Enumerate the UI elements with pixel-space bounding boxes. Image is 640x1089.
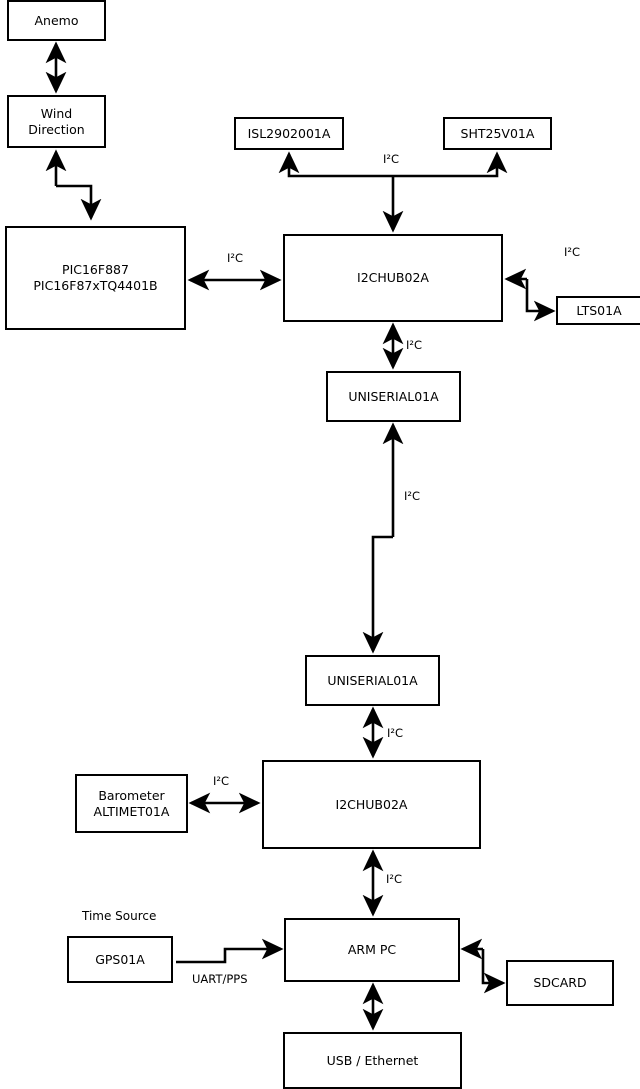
connector-wind-to-pic-elbow [56,184,102,221]
node-gps01a[interactable]: GPS01A [67,936,173,983]
edge-label-i2c-hubtop-lts: I²C [564,245,581,259]
connector-gps-armpc [176,938,284,964]
node-lts01a-label: LTS01A [576,302,622,318]
node-usb-ethernet-label: USB / Ethernet [326,1052,419,1068]
node-usb-ethernet[interactable]: USB / Ethernet [283,1032,462,1089]
node-lts01a[interactable]: LTS01A [556,296,640,325]
edge-label-i2c-pic-hubtop: I²C [227,251,244,265]
connector-hubtop-bus-sht [393,151,508,178]
connector-hubtop-lts-out [525,279,556,322]
node-barometer-altimet01a[interactable]: Barometer ALTIMET01A [75,774,188,833]
edge-label-i2c-barometer-hubbot: I²C [213,774,230,788]
node-i2chub02a-top-label: I2CHUB02A [357,270,429,286]
node-i2chub02a-bottom-label: I2CHUB02A [335,796,408,812]
node-uniserial01a-top[interactable]: UNISERIAL01A [326,371,461,422]
edge-label-i2c-uniserial-link: I²C [404,489,421,503]
node-wind-direction[interactable]: Wind Direction [7,95,106,148]
connector-hubtop-bus-isl [278,151,393,178]
node-uniserial01a-top-label: UNISERIAL01A [348,388,439,404]
node-arm-pc[interactable]: ARM PC [284,918,460,982]
node-i2chub02a-bottom[interactable]: I2CHUB02A [262,760,481,849]
node-uniserial01a-bottom-label: UNISERIAL01A [327,672,418,688]
node-barometer-altimet01a-label: Barometer ALTIMET01A [93,787,170,819]
node-sdcard-label: SDCARD [533,975,587,991]
node-pic-microcontroller-label: PIC16F887 PIC16F87xTQ4401B [33,262,158,293]
node-isl2902001a-label: ISL2902001A [247,125,331,141]
node-anemo-label: Anemo [34,12,79,28]
edge-label-i2c-hubbot-armpc: I²C [386,872,403,886]
node-wind-direction-label: Wind Direction [28,105,85,137]
edge-label-i2c-uniserial-hubbot: I²C [387,726,404,740]
edge-label-i2c-isl-sht: I²C [383,152,400,166]
edge-label-uart-pps: UART/PPS [192,972,248,986]
node-isl2902001a[interactable]: ISL2902001A [234,117,344,150]
node-i2chub02a-top[interactable]: I2CHUB02A [283,234,503,322]
node-gps01a-label: GPS01A [95,951,145,967]
connector-armpc-sdcard-out [481,949,506,994]
edge-label-i2c-hubtop-uniserial: I²C [406,338,423,352]
node-uniserial01a-bottom[interactable]: UNISERIAL01A [305,655,440,706]
node-anemo[interactable]: Anemo [7,0,106,41]
node-sdcard[interactable]: SDCARD [506,960,614,1006]
caption-time-source: Time Source [82,909,157,923]
node-arm-pc-label: ARM PC [347,942,397,958]
node-pic-microcontroller[interactable]: PIC16F887 PIC16F87xTQ4401B [5,226,186,330]
node-sht25v01a[interactable]: SHT25V01A [443,117,552,150]
connector-uniserial-link-down [362,535,393,654]
node-sht25v01a-label: SHT25V01A [460,125,535,141]
